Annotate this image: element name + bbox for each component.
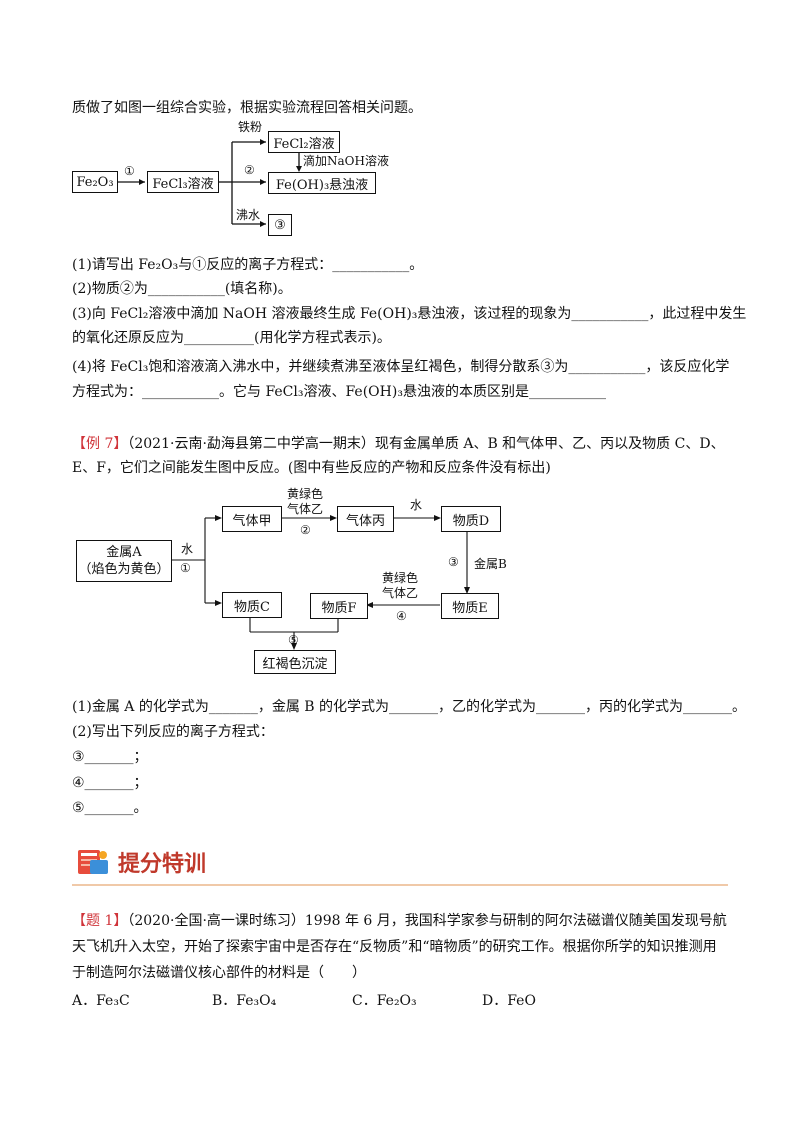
box-substance-c: 物质C bbox=[222, 592, 282, 618]
label-gas-yi-2: 气体乙 bbox=[382, 586, 419, 600]
section-title: 提分特训 bbox=[118, 852, 207, 877]
q1-line-1: (1)请写出 Fe₂O₃与①反应的离子方程式：___________。 bbox=[72, 257, 424, 273]
q1-line-2: (2)物质②为___________(填名称)。 bbox=[72, 281, 292, 297]
box-red-brown-precipitate: 红褐色沉淀 bbox=[254, 650, 336, 674]
box-substance-d: 物质D bbox=[441, 506, 501, 532]
label-step3: ③ bbox=[448, 555, 459, 569]
metal-a-name: 金属A bbox=[106, 545, 142, 560]
box-gas-bing: 气体丙 bbox=[337, 506, 394, 532]
metal-a-note: （焰色为黄色） bbox=[78, 562, 170, 577]
task1-text-1: （2020·全国·高一课时练习）1998 年 6 月，我国科学家参与研制的阿尔法… bbox=[127, 913, 727, 929]
label-water-2: 水 bbox=[410, 498, 423, 512]
example7-tag: 【例 7】 bbox=[72, 436, 128, 452]
label-boiling-water: 沸水 bbox=[236, 208, 261, 222]
label-step2: ② bbox=[244, 163, 255, 177]
q1-line-4: 的氧化还原反应为__________(用化学方程式表示)。 bbox=[72, 330, 391, 346]
task1-choice-d: D．FeO bbox=[482, 993, 536, 1009]
label-iron-powder: 铁粉 bbox=[238, 120, 263, 134]
q2-line-1: (1)金属 A 的化学式为_______，金属 B 的化学式为_______，乙… bbox=[72, 699, 747, 715]
q2-line-4: ④_______； bbox=[72, 775, 148, 791]
box-metal-a: 金属A （焰色为黄色） bbox=[76, 540, 172, 582]
q1-line-3: (3)向 FeCl₂溶液中滴加 NaOH 溶液最终生成 Fe(OH)₃悬浊液，该… bbox=[72, 306, 747, 322]
section-book-icon bbox=[78, 850, 108, 874]
example7-line-1: 【例 7】（2021·云南·勐海县第二中学高一期末）现有金属单质 A、B 和气体… bbox=[72, 434, 725, 454]
task1-choice-b: B．Fe₃O₄ bbox=[212, 993, 277, 1009]
label-add-naoh: 滴加NaOH溶液 bbox=[303, 154, 389, 168]
box-substance-f: 物质F bbox=[310, 593, 368, 619]
q2-line-2: (2)写出下列反应的离子方程式： bbox=[72, 724, 274, 740]
intro-text: 质做了如图一组综合实验，根据实验流程回答相关问题。 bbox=[72, 100, 422, 116]
box-fe2o3: Fe₂O₃ bbox=[72, 171, 118, 193]
label-yellow-green-2a: 黄绿色 bbox=[382, 571, 419, 585]
box-feoh3: Fe(OH)₃悬浊液 bbox=[268, 172, 376, 194]
q1-line-5: (4)将 FeCl₃饱和溶液滴入沸水中，并继续煮沸至液体呈红褐色，制得分散系③为… bbox=[72, 359, 730, 375]
example7-line-2: E、F，它们之间能发生图中反应。(图中有些反应的产物和反应条件没有标出) bbox=[72, 460, 551, 476]
label-water-1: 水 bbox=[181, 542, 194, 556]
task1-line-1: 【题 1】（2020·全国·高一课时练习）1998 年 6 月，我国科学家参与研… bbox=[72, 911, 727, 931]
label-metal-b: 金属B bbox=[474, 557, 507, 571]
label-step1: ① bbox=[124, 164, 135, 178]
task1-choice-c: C．Fe₂O₃ bbox=[352, 993, 417, 1009]
label-gas-yi-1: 气体乙 bbox=[287, 502, 324, 516]
label-step4: ④ bbox=[396, 609, 407, 623]
q2-line-5: ⑤_______。 bbox=[72, 800, 148, 816]
box-gas-jia: 气体甲 bbox=[222, 506, 282, 532]
box-circle3: ③ bbox=[268, 214, 292, 236]
task1-tag: 【题 1】 bbox=[72, 913, 128, 929]
label-step5: ⑤ bbox=[288, 633, 299, 647]
label-step2: ② bbox=[300, 523, 311, 537]
label-step1: ① bbox=[180, 561, 191, 575]
label-yellow-green-1a: 黄绿色 bbox=[287, 487, 324, 501]
task1-line-3: 于制造阿尔法磁谱仪核心部件的材料是（ ） bbox=[72, 965, 366, 981]
box-substance-e: 物质E bbox=[441, 593, 499, 619]
task1-line-2: 天飞机升入太空，开始了探索宇宙中是否存在“反物质”和“暗物质”的研究工作。根据你… bbox=[72, 939, 717, 955]
box-fecl2: FeCl₂溶液 bbox=[268, 131, 340, 153]
section-divider bbox=[72, 884, 728, 886]
example7-text-1: （2021·云南·勐海县第二中学高一期末）现有金属单质 A、B 和气体甲、乙、丙… bbox=[127, 436, 725, 452]
q2-line-3: ③_______； bbox=[72, 749, 148, 765]
box-fecl3: FeCl₃溶液 bbox=[147, 171, 219, 193]
task1-choice-a: A．Fe₃C bbox=[72, 993, 130, 1009]
q1-line-6: 方程式为：___________。它与 FeCl₃溶液、Fe(OH)₃悬浊液的本… bbox=[72, 384, 606, 400]
